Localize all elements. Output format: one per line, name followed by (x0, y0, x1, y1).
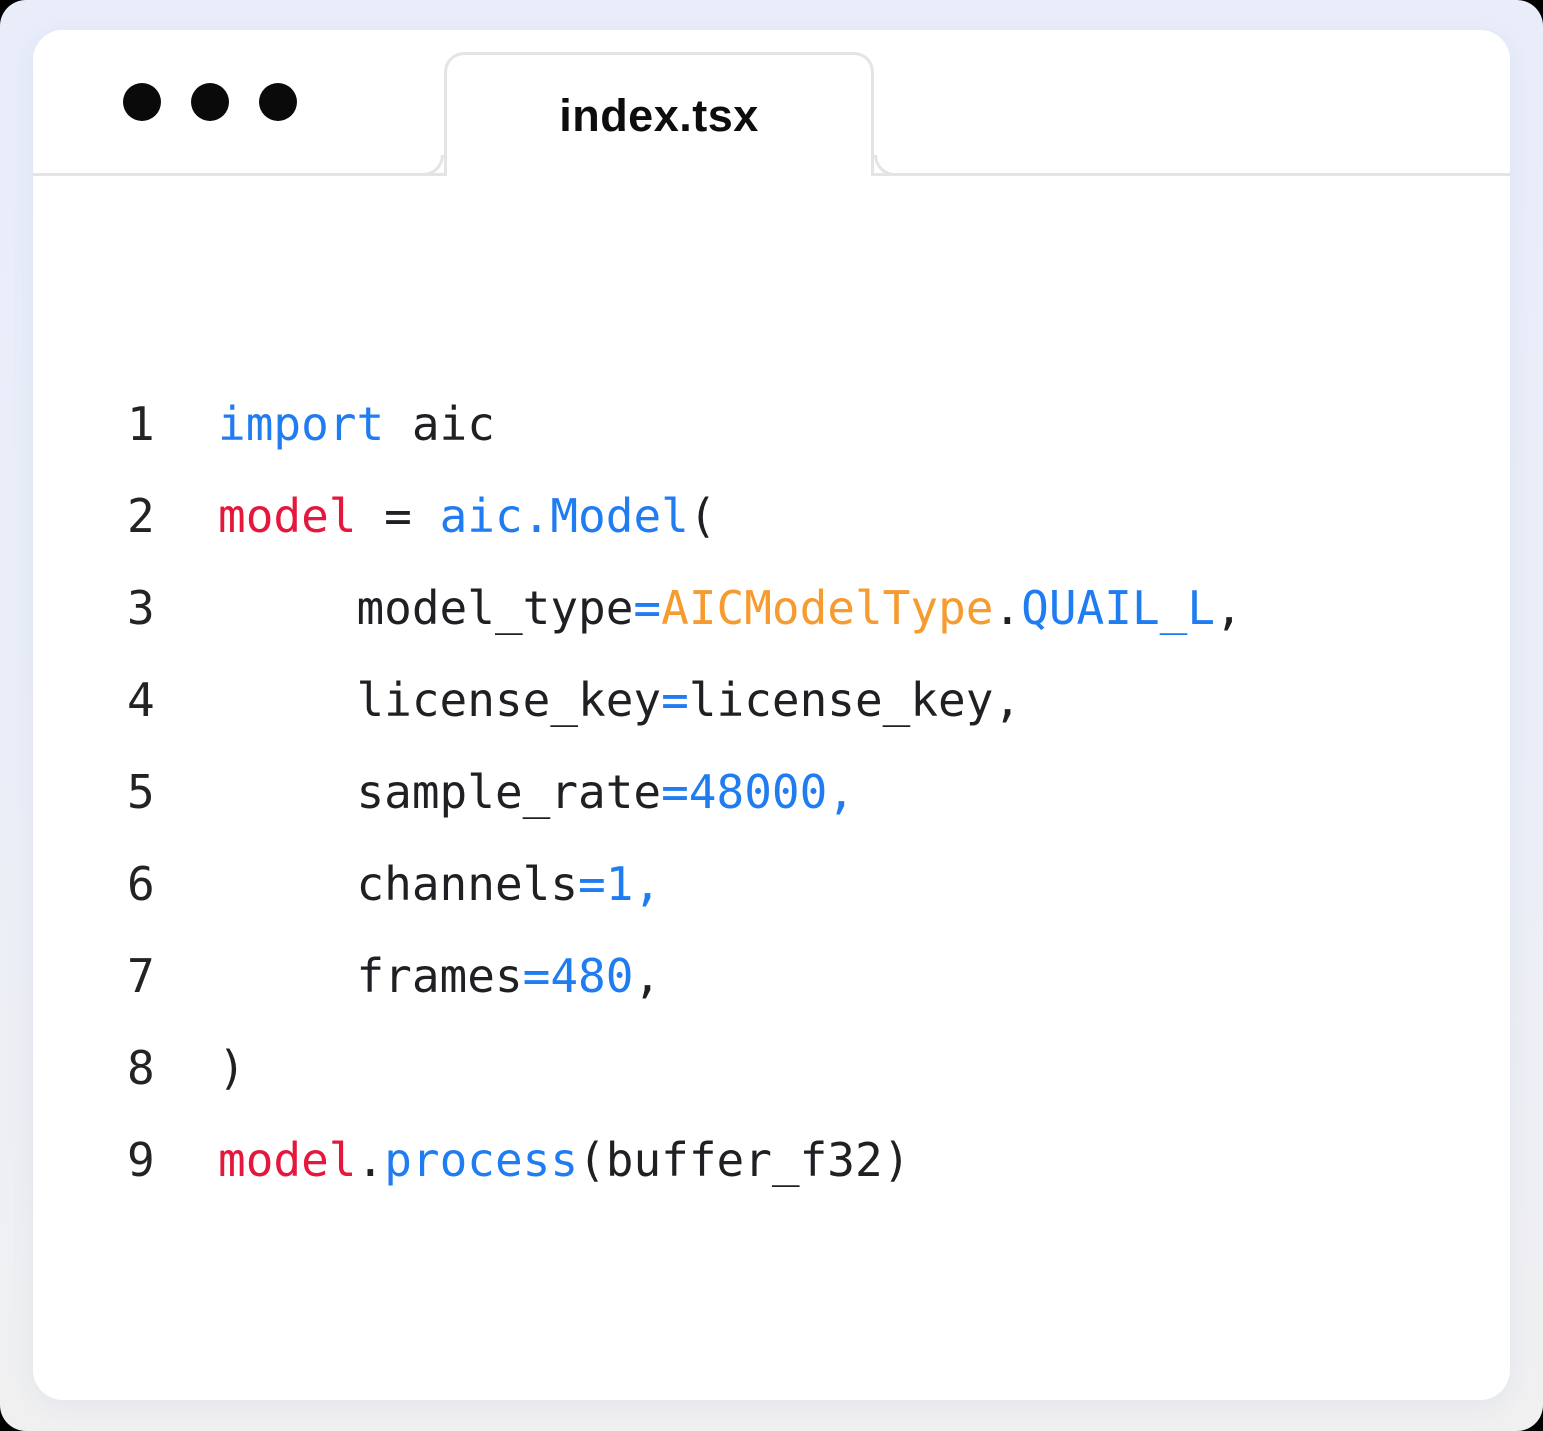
code-line: 3 model_type=AICModelType.QUAIL_L, (127, 562, 1470, 654)
line-number: 4 (127, 654, 218, 746)
code-token: AICModelType (661, 562, 993, 654)
code-token: = (633, 562, 661, 654)
code-line: 2model = aic.Model( (127, 470, 1470, 562)
code-lines: 1import aic2model = aic.Model(3 model_ty… (127, 378, 1470, 1206)
code-token: frames (218, 930, 523, 1022)
code-token: aic.Model (440, 470, 689, 562)
code-token: license_key, (689, 654, 1021, 746)
line-number: 7 (127, 930, 218, 1022)
code-line: 4 license_key=license_key, (127, 654, 1470, 746)
editor-window: index.tsx 1import aic2model = aic.Model(… (33, 30, 1510, 1400)
code-line: 7 frames=480, (127, 930, 1470, 1022)
code-editor[interactable]: 1import aic2model = aic.Model(3 model_ty… (33, 176, 1510, 1206)
code-line: 9model.process(buffer_f32) (127, 1114, 1470, 1206)
line-number: 2 (127, 470, 218, 562)
window-titlebar: index.tsx (33, 30, 1510, 176)
code-token: =48000, (661, 746, 855, 838)
line-number: 6 (127, 838, 218, 930)
code-line: 5 sample_rate=48000, (127, 746, 1470, 838)
code-token: sample_rate (218, 746, 661, 838)
window-control-dot[interactable] (123, 83, 161, 121)
code-token: , (633, 930, 661, 1022)
code-token: = (661, 654, 689, 746)
code-token: (buffer_f32) (578, 1114, 910, 1206)
code-token: process (384, 1114, 578, 1206)
line-number: 5 (127, 746, 218, 838)
code-token: ) (218, 1022, 246, 1114)
code-line: 8) (127, 1022, 1470, 1114)
code-token: model_type (218, 562, 633, 654)
code-line: 6 channels=1, (127, 838, 1470, 930)
window-control-dot[interactable] (191, 83, 229, 121)
code-token: ( (689, 470, 717, 562)
code-token: . (356, 1114, 384, 1206)
line-number: 1 (127, 378, 218, 470)
code-token: license_key (218, 654, 661, 746)
code-token: import (218, 378, 384, 470)
code-token: model (218, 470, 356, 562)
line-number: 3 (127, 562, 218, 654)
code-token: QUAIL_L (1021, 562, 1215, 654)
code-token: =1, (578, 838, 661, 930)
line-number: 8 (127, 1022, 218, 1114)
code-line: 1import aic (127, 378, 1470, 470)
code-token: model (218, 1114, 356, 1206)
window-control-dot[interactable] (259, 83, 297, 121)
code-token: =480 (523, 930, 634, 1022)
code-token: aic (384, 378, 495, 470)
code-token: = (356, 470, 439, 562)
code-token: . (993, 562, 1021, 654)
line-number: 9 (127, 1114, 218, 1206)
window-controls (123, 83, 297, 121)
code-token: , (1215, 562, 1243, 654)
file-tab[interactable]: index.tsx (444, 52, 874, 176)
file-tab-title: index.tsx (559, 90, 759, 142)
code-token: channels (218, 838, 578, 930)
